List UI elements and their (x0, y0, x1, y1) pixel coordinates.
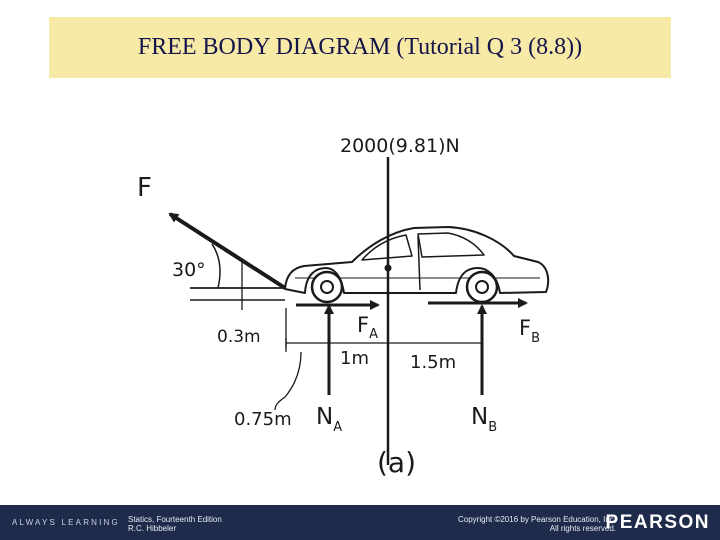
height-label: 0.3m (217, 327, 261, 347)
car-door-line (417, 235, 421, 291)
normal-force-na-subscript: A (333, 420, 342, 435)
force-f-arrow (168, 212, 287, 290)
book-reference: Statics, Fourteenth Edition R.C. Hibbele… (128, 515, 222, 533)
copyright-line: Copyright ©2016 by Pearson Education, In… (458, 515, 616, 524)
force-fa-subscript: A (369, 327, 378, 342)
footer-tagline: ALWAYS LEARNING (12, 518, 120, 527)
book-author: R.C. Hibbeler (128, 524, 177, 533)
book-title: Statics, Fourteenth Edition (128, 515, 222, 524)
dimension-1m-label: 1m (340, 348, 369, 369)
angle-arc (211, 243, 221, 289)
car-wheels (310, 270, 499, 304)
force-fb-subscript: B (531, 331, 540, 346)
car-body-outline (284, 226, 550, 294)
slide-title: FREE BODY DIAGRAM (Tutorial Q 3 (8.8)) (137, 34, 583, 60)
pearson-logo: PEARSON (605, 511, 710, 533)
rights-line: All rights reserved. (549, 524, 616, 533)
angle-label: 30° (172, 259, 206, 281)
dimension-075m-leader (274, 351, 302, 411)
dimension-15m-label: 1.5m (410, 352, 456, 373)
footer-bar: ALWAYS LEARNING Statics, Fourteenth Edit… (0, 505, 720, 540)
normal-force-nb-subscript: B (488, 420, 497, 435)
force-fa-label: FA (357, 313, 378, 342)
weight-label: 2000(9.81)N (340, 135, 460, 157)
car-windows (361, 232, 485, 261)
figure-caption: (a) (377, 446, 416, 479)
dimension-lines (285, 308, 483, 352)
normal-force-nb-label: NB (471, 404, 497, 435)
dimension-075m-label: 0.75m (234, 409, 292, 430)
force-f-label: F (137, 173, 152, 203)
normal-force-na-label: NA (316, 404, 342, 435)
copyright-notice: Copyright ©2016 by Pearson Education, In… (458, 515, 616, 533)
center-of-gravity-dot (384, 264, 392, 272)
title-bar: FREE BODY DIAGRAM (Tutorial Q 3 (8.8)) (49, 17, 671, 78)
force-fb-label: FB (519, 316, 540, 346)
